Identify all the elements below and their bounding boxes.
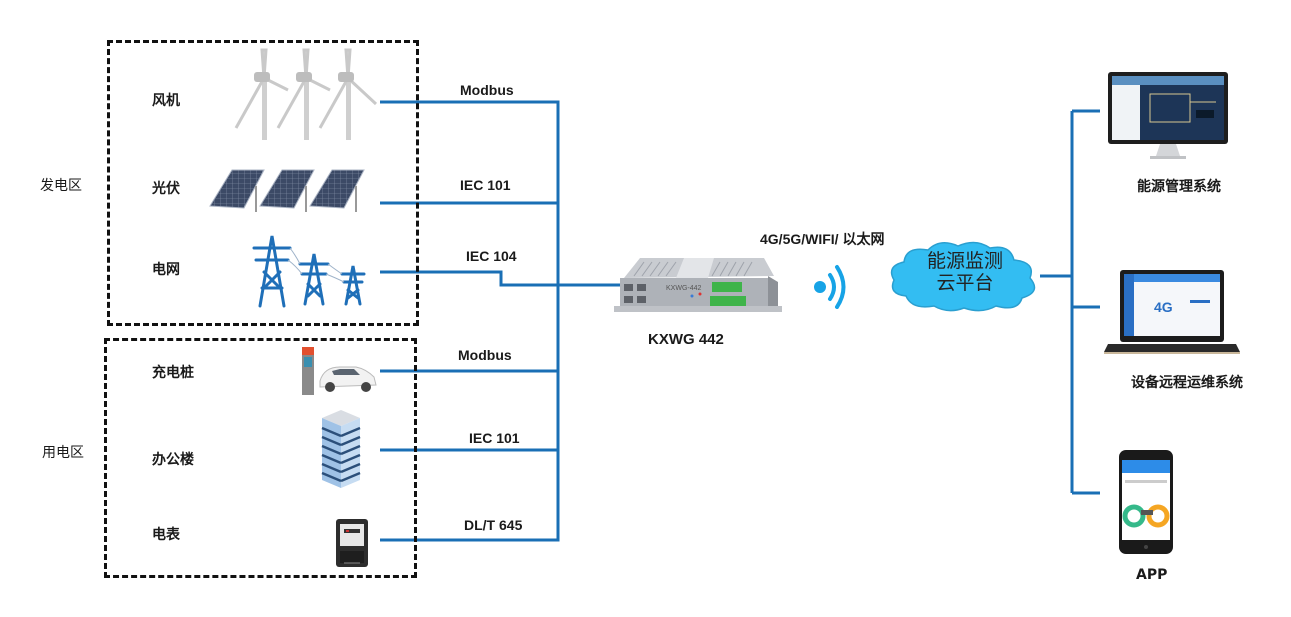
wind-turbine-icon: [234, 48, 378, 140]
generation-zone-label: 发电区: [40, 178, 82, 194]
device-label-wind: 风机: [152, 93, 180, 109]
protocol-label-office: IEC 101: [469, 430, 520, 446]
office-building-icon: [321, 410, 361, 488]
ev-charger-icon: [302, 347, 377, 395]
gateway-label: KXWG 442: [648, 331, 724, 348]
wire-meter: [380, 285, 560, 542]
wireless-signal-icon: [814, 265, 846, 309]
device-label-office: 办公楼: [152, 452, 194, 468]
svg-text:4G: 4G: [1154, 299, 1173, 315]
power-tower-icon: [252, 235, 366, 308]
cloud-label-line2: 云平台: [936, 272, 994, 294]
gateway-faceplate-text: KXWG-442: [666, 285, 702, 292]
electric-meter-icon: [336, 519, 368, 567]
client-label-remote-maintenance: 设备远程运维系统: [1131, 375, 1243, 391]
protocol-label-grid: IEC 104: [466, 248, 517, 264]
device-label-grid: 电网: [152, 262, 180, 278]
wire-wind-turbine: [380, 100, 560, 285]
generation-zone-box: [107, 40, 419, 326]
cloud-label-line1: 能源监测: [926, 250, 1003, 272]
cloud-icon[interactable]: [884, 238, 1044, 314]
consumption-zone-box: [104, 338, 417, 578]
device-label-ev: 充电桩: [152, 365, 194, 381]
uplink-label: 4G/5G/WIFI/ 以太网: [760, 231, 885, 247]
protocol-label-wind: Modbus: [460, 82, 514, 98]
client-label-app: APP: [1136, 567, 1168, 583]
cloud-platform-label: 能源监测 云平台: [895, 250, 1035, 294]
client-label-energy-management: 能源管理系统: [1137, 179, 1221, 195]
wire-grid: [380, 270, 625, 287]
protocol-label-meter: DL/T 645: [464, 517, 523, 533]
protocol-label-ev: Modbus: [458, 347, 512, 363]
smartphone-icon[interactable]: [1119, 450, 1173, 554]
protocol-label-solar: IEC 101: [460, 177, 511, 193]
device-label-solar: 光伏: [152, 181, 180, 197]
laptop-icon[interactable]: 4G: [1104, 268, 1240, 354]
gateway-device-icon[interactable]: KXWG-442: [614, 254, 782, 316]
consumption-zone-label: 用电区: [42, 445, 84, 461]
desktop-monitor-icon[interactable]: [1106, 70, 1230, 162]
solar-panel-icon: [209, 169, 365, 212]
device-label-meter: 电表: [152, 527, 180, 543]
